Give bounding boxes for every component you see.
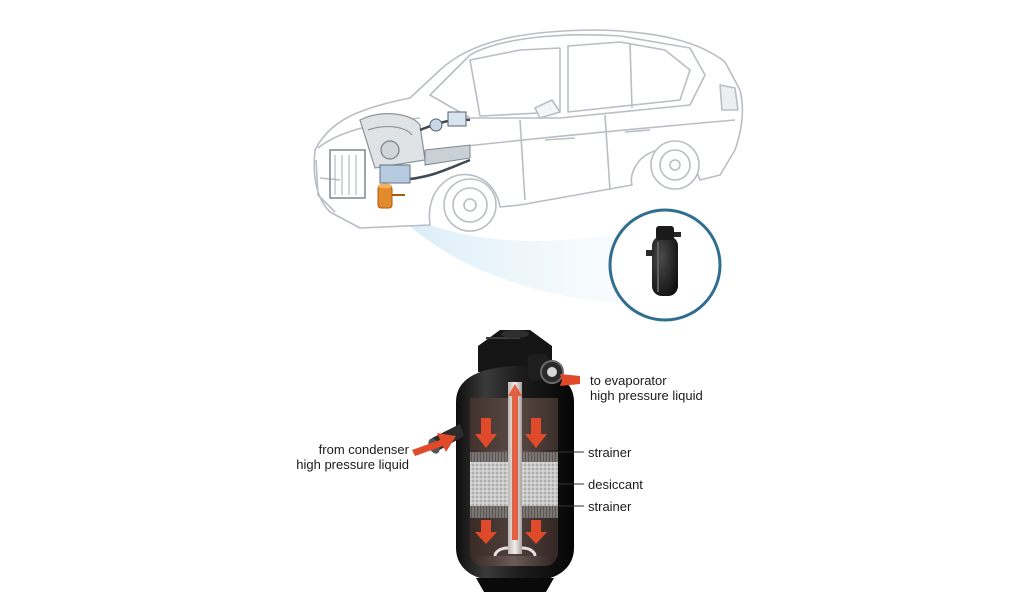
down-arrow-icon [525, 418, 547, 448]
down-arrow-icon [475, 520, 497, 544]
desiccant-label: desiccant [588, 477, 643, 492]
zoom-beam [405, 215, 640, 305]
from-condenser-label: from condenser high pressure liquid [296, 442, 409, 472]
to-evaporator-line2: high pressure liquid [590, 388, 703, 403]
down-arrow-icon [525, 520, 547, 544]
outlet-arrow-icon [548, 372, 580, 386]
leader-lines [558, 451, 584, 507]
outlet-fitting [528, 354, 564, 384]
mini-drier-icon [646, 226, 681, 296]
strainer-bottom-label: strainer [588, 499, 632, 514]
highlight-callout [608, 208, 722, 322]
down-arrow-icon [475, 418, 497, 448]
from-condenser-line2: high pressure liquid [296, 457, 409, 472]
from-condenser-line1: from condenser [318, 442, 409, 457]
strainer-top-label: strainer [588, 445, 632, 460]
engine-bay [329, 111, 471, 209]
inlet-arrow-icon [412, 433, 456, 456]
up-arrow-icon [508, 384, 522, 540]
receiver-drier-cutaway [428, 330, 574, 592]
to-evaporator-label: to evaporator high pressure liquid [590, 373, 703, 403]
flow-arrows [412, 372, 580, 544]
to-evaporator-line1: to evaporator [590, 373, 667, 388]
